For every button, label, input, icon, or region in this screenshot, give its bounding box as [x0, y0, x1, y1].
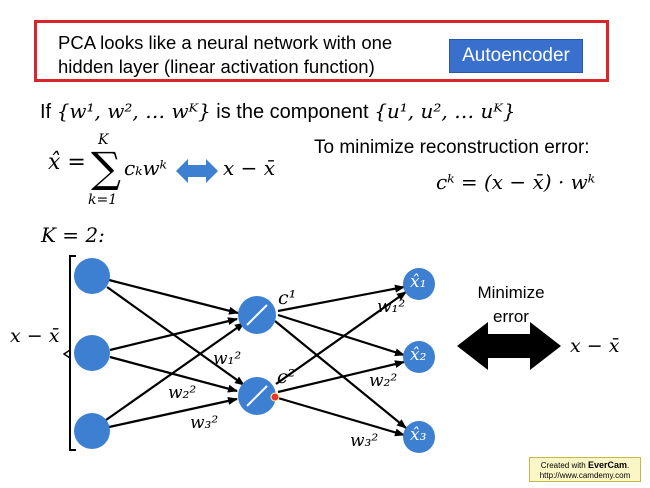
component-prefix: If — [40, 101, 52, 123]
summation-sign: ∑ — [91, 143, 121, 192]
input-node — [74, 258, 110, 294]
output-node-3 — [403, 421, 435, 453]
weight-label-in-2: w₂² — [168, 383, 197, 403]
sum-lower-limit: k=1 — [88, 192, 118, 208]
weight-label-out-3: w₃² — [350, 431, 379, 451]
output-node-1 — [403, 268, 435, 300]
statement-box — [34, 20, 609, 82]
watermark-url: http://www.camdemy.com — [539, 471, 631, 480]
compare-arrow-icon — [457, 322, 561, 370]
sum-upper-limit: K — [98, 132, 109, 148]
input-node — [74, 335, 110, 371]
double-arrow-icon — [176, 159, 218, 183]
compare-target: x − x̄ — [570, 335, 620, 357]
output-label-1: x̂₁ — [410, 272, 427, 292]
input-bracket — [69, 255, 76, 451]
output-label-3: x̂₃ — [410, 425, 427, 445]
component-statement: If {w¹, w², … wᴷ} is the component {u¹, … — [40, 99, 516, 124]
weight-label-in-1: w₁² — [213, 349, 242, 369]
input-node — [74, 413, 110, 449]
minimize-title: To minimize reconstruction error: — [314, 137, 590, 158]
watermark-badge[interactable]: Created with EverCam. http://www.camdemy… — [529, 457, 641, 482]
autoencoder-button[interactable]: Autoencoder — [449, 39, 583, 73]
ck-formula: cᵏ = (x − x̄) · wᵏ — [436, 170, 596, 194]
hidden-label-1: c¹ — [278, 287, 297, 309]
component-middle: is the component — [216, 101, 369, 123]
sum-term: cₖwᵏ — [124, 156, 167, 180]
k-value: K = 2: — [41, 223, 105, 247]
weight-label-out-1: w₁² — [377, 297, 406, 317]
xhat-lhs: x̂ = — [48, 150, 86, 175]
statement-text: PCA looks like a neural network with one… — [58, 32, 393, 77]
component-set-w: {w¹, w², … wᴷ} — [56, 99, 211, 123]
input-label: x − x̄ — [10, 325, 60, 347]
component-set-u: {u¹, u², … uᴷ} — [374, 99, 516, 123]
target-term: x − x̄ — [223, 156, 276, 180]
hidden-label-2: c² — [277, 366, 296, 388]
output-label-2: x̂₂ — [410, 345, 427, 365]
output-node-2 — [403, 341, 435, 373]
compare-title: Minimize error — [477, 283, 545, 326]
weight-label-out-2: w₂² — [369, 371, 398, 391]
watermark-prefix: Created with — [540, 461, 586, 470]
cursor-dot — [270, 392, 280, 402]
watermark-brand: EverCam — [587, 460, 627, 470]
weight-label-in-3: w₃² — [190, 413, 219, 433]
